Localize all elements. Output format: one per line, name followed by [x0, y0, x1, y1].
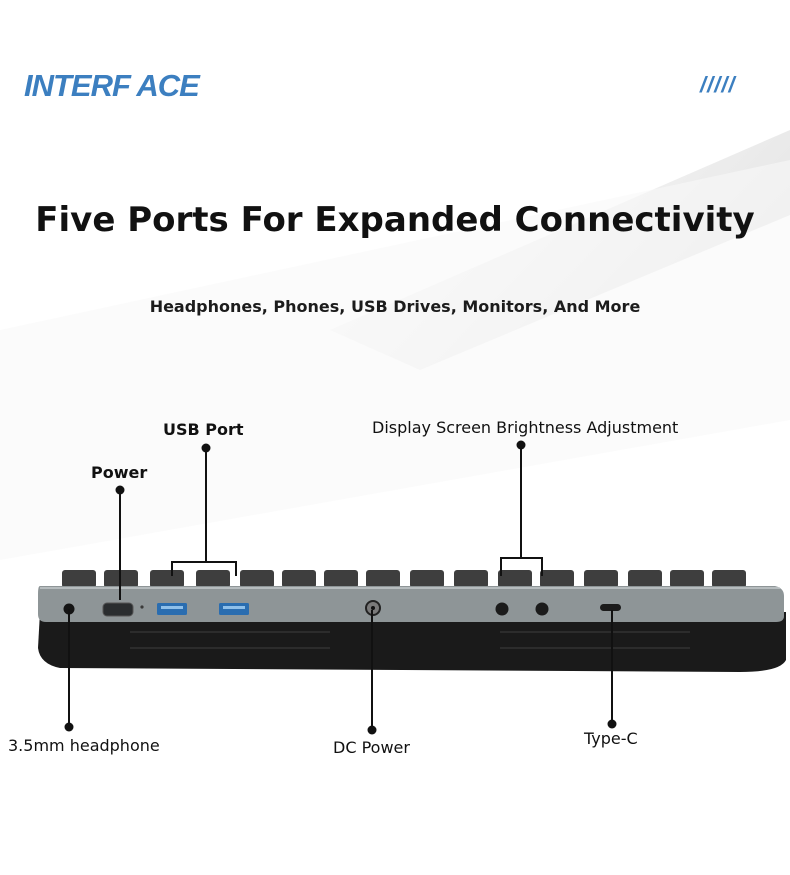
callout-lines: [68, 445, 613, 730]
keycap-row: [62, 570, 746, 588]
keyboard-base: [38, 612, 786, 672]
label-usb-port: USB Port: [163, 420, 244, 439]
keyboard-body: [38, 586, 784, 622]
brightness-knob-left-icon: [495, 602, 509, 616]
power-led-icon: [140, 605, 144, 609]
page-subtitle: Headphones, Phones, USB Drives, Monitors…: [149, 297, 641, 316]
label-power: Power: [91, 463, 148, 482]
label-type-c: Type-C: [584, 729, 638, 748]
label-dc-power: DC Power: [333, 738, 410, 757]
page-title: Five Ports For Expanded Connectivity: [35, 200, 755, 240]
label-headphone: 3.5mm headphone: [8, 736, 160, 755]
label-display-brightness: Display Screen Brightness Adjustment: [372, 418, 679, 437]
brand-logo: INTERF ACE: [24, 68, 200, 103]
power-button-icon: [102, 602, 134, 617]
callout-dots: [64, 440, 617, 735]
brightness-knob-right-icon: [535, 602, 549, 616]
base-vents: [130, 631, 690, 649]
type-c-port-icon: [600, 604, 621, 611]
brand-slash-mark: /////: [700, 72, 736, 97]
